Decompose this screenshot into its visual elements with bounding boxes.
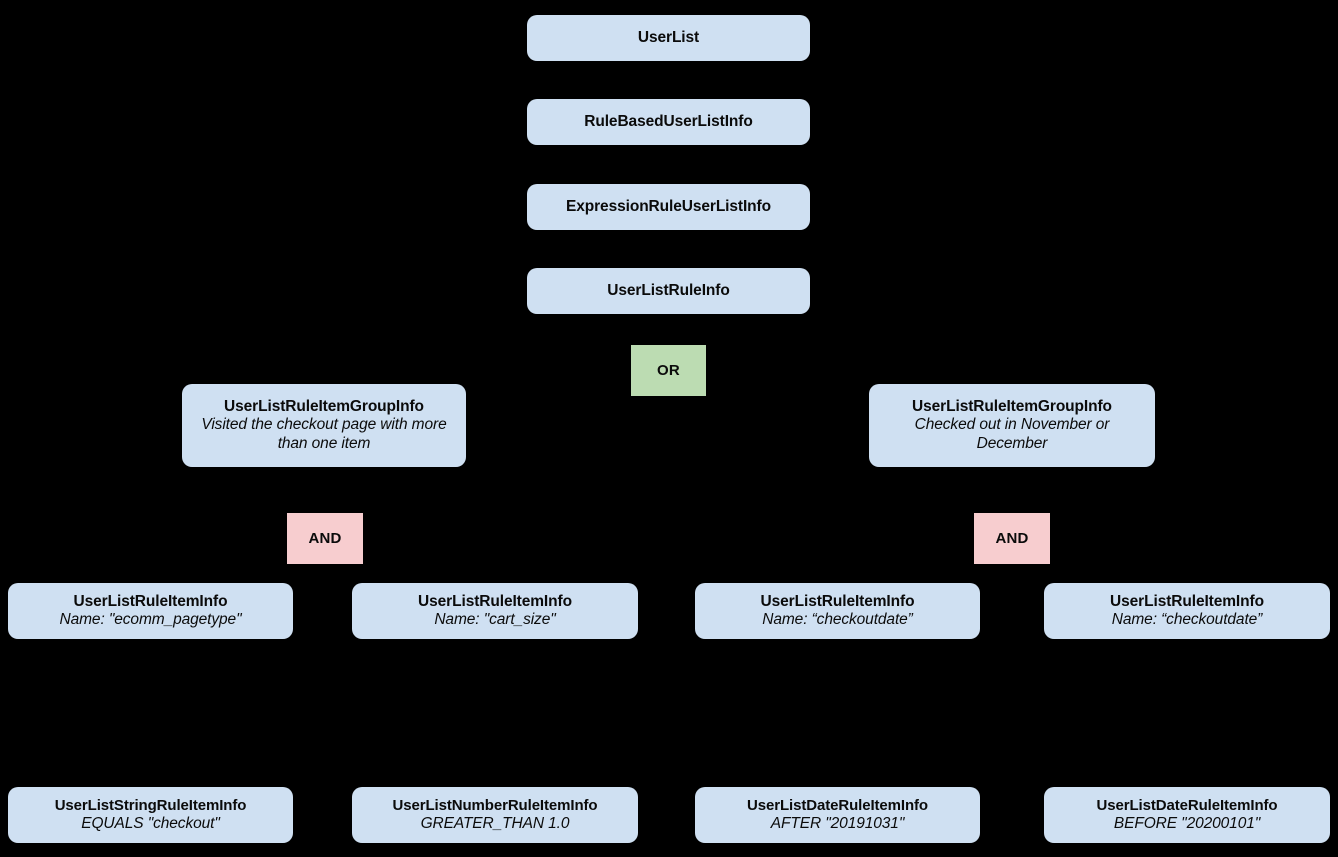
operator-or[interactable]: OR bbox=[631, 345, 706, 396]
node-rule-based-user-list-info[interactable]: RuleBasedUserListInfo bbox=[527, 99, 810, 145]
node-rule-item-3-title: UserListRuleItemInfo bbox=[760, 592, 915, 610]
node-user-list-rule-info[interactable]: UserListRuleInfo bbox=[527, 268, 810, 314]
arrowhead-group-left bbox=[315, 372, 333, 383]
node-rule-item-1-title: UserListRuleItemInfo bbox=[73, 592, 228, 610]
node-rule-item-2-title: UserListRuleItemInfo bbox=[418, 592, 572, 610]
node-rule-item-4-subtitle: Name: “checkoutdate” bbox=[1111, 611, 1263, 628]
node-rule-based-user-list-info-title: RuleBasedUserListInfo bbox=[584, 112, 753, 130]
node-leaf-2-subtitle: GREATER_THAN 1.0 bbox=[420, 814, 570, 832]
node-expression-rule-user-list-info-title: ExpressionRuleUserListInfo bbox=[566, 197, 771, 215]
node-group-right[interactable]: UserListRuleItemGroupInfo Checked out in… bbox=[869, 384, 1155, 467]
node-expression-rule-user-list-info[interactable]: ExpressionRuleUserListInfo bbox=[527, 184, 810, 230]
node-leaf-3-subtitle: AFTER "20191031" bbox=[770, 814, 905, 832]
node-rule-item-1-subtitle: Name: "ecomm_pagetype" bbox=[59, 611, 242, 628]
node-leaf-2[interactable]: UserListNumberRuleItemInfo GREATER_THAN … bbox=[352, 787, 638, 843]
operator-and-right-label: AND bbox=[995, 529, 1029, 547]
node-leaf-3-title: UserListDateRuleItemInfo bbox=[747, 797, 928, 815]
node-group-left-subtitle: Visited the checkout page with more than… bbox=[201, 416, 447, 452]
node-rule-item-2[interactable]: UserListRuleItemInfo Name: "cart_size" bbox=[352, 583, 638, 639]
node-rule-item-3[interactable]: UserListRuleItemInfo Name: “checkoutdate… bbox=[695, 583, 980, 639]
operator-or-label: OR bbox=[657, 361, 680, 379]
node-rule-item-4[interactable]: UserListRuleItemInfo Name: “checkoutdate… bbox=[1044, 583, 1330, 639]
node-group-left-title: UserListRuleItemGroupInfo bbox=[224, 398, 424, 416]
node-leaf-2-title: UserListNumberRuleItemInfo bbox=[392, 797, 598, 815]
node-leaf-3[interactable]: UserListDateRuleItemInfo AFTER "20191031… bbox=[695, 787, 980, 843]
operator-and-right[interactable]: AND bbox=[974, 513, 1050, 564]
node-leaf-4-subtitle: BEFORE "20200101" bbox=[1113, 814, 1261, 832]
node-user-list-title: UserList bbox=[637, 28, 700, 46]
node-group-left[interactable]: UserListRuleItemGroupInfo Visited the ch… bbox=[182, 384, 466, 467]
node-user-list-rule-info-title: UserListRuleInfo bbox=[607, 281, 730, 299]
node-leaf-1[interactable]: UserListStringRuleItemInfo EQUALS "check… bbox=[8, 787, 293, 843]
arrowhead-group-right bbox=[1003, 372, 1021, 383]
node-rule-item-3-subtitle: Name: “checkoutdate” bbox=[762, 611, 913, 628]
node-leaf-4[interactable]: UserListDateRuleItemInfo BEFORE "2020010… bbox=[1044, 787, 1330, 843]
node-leaf-1-title: UserListStringRuleItemInfo bbox=[54, 797, 247, 815]
operator-and-left-label: AND bbox=[308, 529, 342, 547]
node-group-right-subtitle: Checked out in November or December bbox=[914, 416, 1110, 452]
node-rule-item-1[interactable]: UserListRuleItemInfo Name: "ecomm_pagety… bbox=[8, 583, 293, 639]
operator-and-left[interactable]: AND bbox=[287, 513, 363, 564]
node-rule-item-4-title: UserListRuleItemInfo bbox=[1110, 592, 1264, 610]
node-leaf-4-title: UserListDateRuleItemInfo bbox=[1096, 797, 1278, 815]
node-user-list[interactable]: UserList bbox=[527, 15, 810, 61]
node-rule-item-2-subtitle: Name: "cart_size" bbox=[434, 611, 556, 628]
node-leaf-1-subtitle: EQUALS "checkout" bbox=[81, 814, 220, 832]
node-group-right-title: UserListRuleItemGroupInfo bbox=[912, 398, 1112, 416]
